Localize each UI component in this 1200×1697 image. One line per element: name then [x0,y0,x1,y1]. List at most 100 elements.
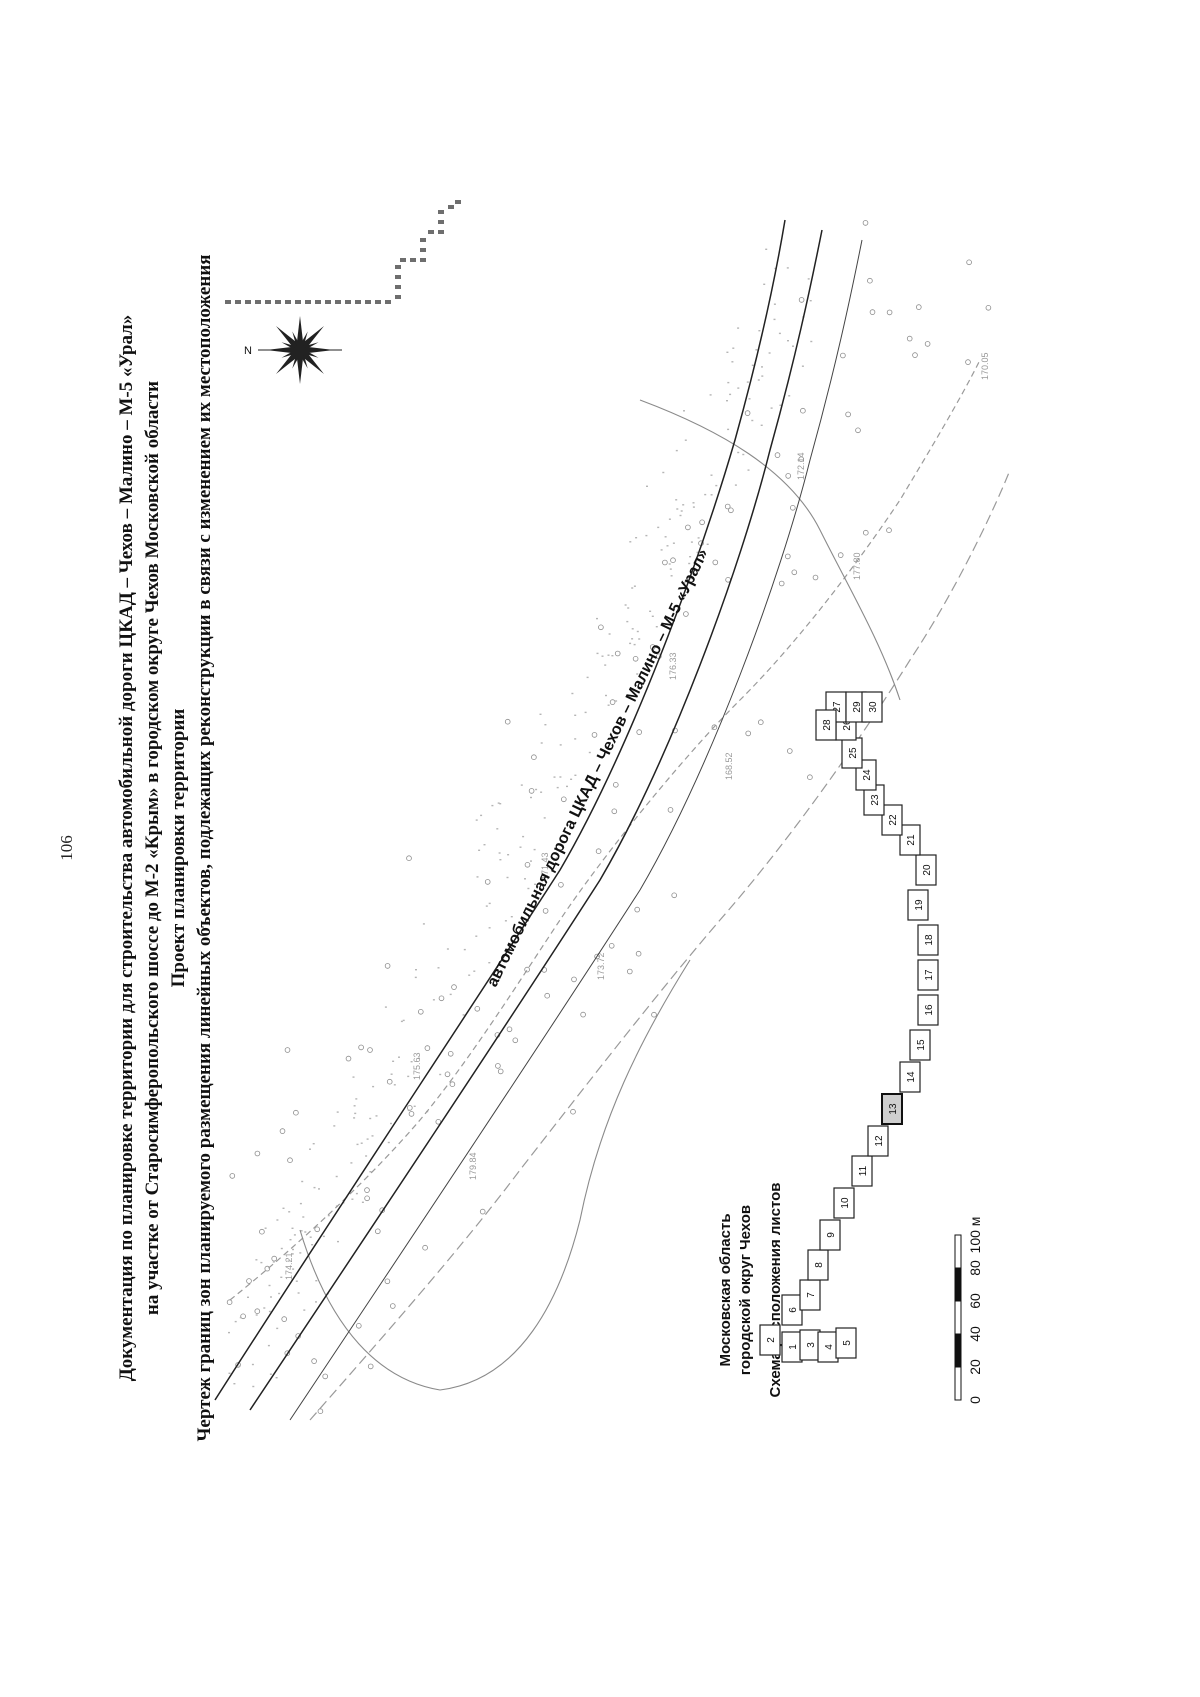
terrain-speckle [439,1073,442,1076]
terrain-speckle [737,327,740,329]
fence-segment [235,300,241,304]
terrain-speckle [679,514,682,517]
terrain-speckle [626,620,629,623]
terrain-speckle [352,1076,355,1078]
sheet-label: 8 [814,1262,825,1268]
zone-outline [299,959,691,1391]
sheet-5 [835,1327,857,1359]
survey-point [632,655,639,662]
terrain-speckle [534,883,537,885]
sheet-label: 29 [852,701,863,713]
terrain-speckle [535,788,538,791]
terrain-speckle [276,1219,279,1221]
terrain-speckle [276,1327,279,1330]
terrain-speckle [706,543,709,545]
survey-point [364,1195,370,1202]
survey-point [598,624,604,631]
terrain-speckle [751,364,754,366]
terrain-speckle [497,802,500,804]
terrain-speckle [413,1105,416,1107]
terrain-speckle [270,1296,272,1298]
survey-point [636,729,642,735]
survey-point [800,407,806,414]
terrain-speckle [499,859,502,861]
terrain-speckle [792,345,794,347]
terrain-speckle [570,778,573,780]
survey-point [685,524,691,531]
scale-segment [954,1366,962,1401]
terrain-speckle [727,381,730,384]
survey-point [855,427,861,434]
scale-tick-label: 100 м [967,1217,983,1254]
survey-point [594,953,600,960]
terrain-speckle [293,1234,296,1236]
terrain-speckle [692,502,695,504]
survey-point [571,976,577,983]
terrain-speckle [801,365,804,367]
terrain-speckle [633,643,636,646]
terrain-speckle [726,400,728,402]
survey-point [542,908,549,914]
terrain-speckle [608,633,611,635]
terrain-speckle [809,300,812,302]
sheet-label: 20 [922,864,933,876]
survey-point [384,963,391,969]
scale-segment [954,1333,962,1368]
terrain-speckle [478,849,481,851]
survey-point [778,580,785,587]
terrain-speckle [810,340,813,343]
terrain-speckle [315,1301,317,1303]
terrain-speckle [666,545,669,547]
terrain-speckle [734,484,737,486]
sheet-16 [917,994,939,1026]
district-label: городской округ Чехов [737,1205,754,1375]
fence-segment [225,300,231,304]
title-line-4: Чертеж границ зон планируемого размещени… [194,254,215,1441]
survey-point [240,1313,246,1320]
fence-segment [335,300,341,304]
terrain-speckle [488,902,491,905]
terrain-speckle [410,1061,413,1063]
sheet-label: 6 [788,1307,799,1313]
survey-point [670,557,676,563]
terrain-speckle [633,585,636,587]
terrain-speckle [233,1383,236,1385]
survey-point [406,1105,413,1111]
terrain-speckle [234,1320,237,1323]
terrain-speckle [601,655,604,657]
sheet-label: 7 [806,1292,817,1298]
terrain-speckle [758,330,761,332]
terrain-speckle [390,1122,392,1125]
survey-point [408,1111,415,1117]
survey-point [612,781,619,788]
survey-point [728,507,734,514]
terrain-speckle [675,499,678,501]
terrain-speckle [252,1385,255,1388]
survey-point [386,1078,393,1085]
terrain-speckle [292,1248,294,1251]
fence-segment [410,258,416,262]
terrain-speckle [369,1117,372,1120]
survey-point [367,1047,373,1053]
terrain-speckle [588,751,591,754]
sheet-label: 11 [858,1165,869,1176]
fence-segment [245,300,251,304]
fence-segment [305,300,311,304]
survey-point [444,1071,451,1078]
terrain-speckle [747,469,750,471]
survey-point [924,341,931,347]
terrain-speckle [272,1261,275,1263]
fence-segment [455,200,461,204]
terrain-speckle [422,923,425,925]
sheet-10 [833,1187,855,1219]
terrain-speckle [676,508,679,510]
terrain-speckle [372,1085,375,1088]
survey-point [226,1299,233,1305]
sheet-label: 26 [842,719,853,731]
sheet-21 [899,824,921,856]
survey-point [259,1228,265,1235]
terrain-speckle [540,791,543,793]
terrain-speckle [611,655,614,657]
